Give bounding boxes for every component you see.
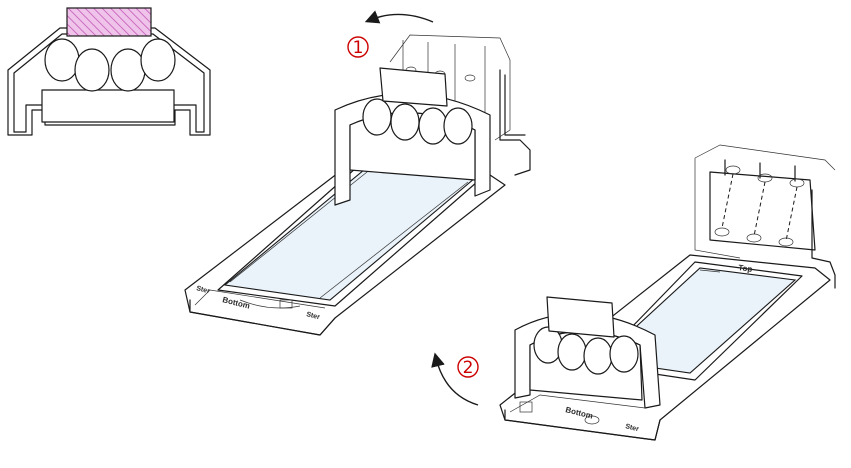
label-top: Top [738, 263, 753, 274]
hole-4 [443, 107, 473, 145]
base-plate [41, 89, 175, 123]
step-2-number: 2 [463, 358, 474, 378]
hole-2 [557, 333, 587, 371]
hole-3 [418, 107, 448, 145]
hole-3 [110, 48, 146, 92]
front-view-schematic [7, 7, 211, 136]
cover-plate-2 [546, 296, 615, 338]
label-bottom-2: Bottom [565, 405, 594, 421]
rotate-arrow-2 [431, 352, 479, 406]
hole-4 [609, 335, 639, 373]
hole-3 [583, 337, 613, 375]
label-side-b: Ster [306, 311, 321, 321]
label-side-a: Ster [196, 285, 211, 295]
hole-1 [362, 98, 392, 136]
assembly-step-2: Top Bottom Ster [499, 144, 836, 441]
label-side-c: Ster [625, 423, 640, 433]
hole-1 [44, 38, 80, 82]
step-2-marker: 2 [431, 352, 479, 406]
highlighted-cover-plate [66, 7, 152, 37]
cover-plate-1 [379, 67, 448, 107]
step-1-marker: 1 [347, 10, 434, 58]
rotate-arrow-1 [364, 10, 434, 24]
assembly-step-1: Bottom Ster Ster [184, 34, 531, 336]
hole-4 [140, 38, 176, 82]
label-bottom-1: Bottom [222, 295, 251, 311]
step-1-number: 1 [353, 38, 364, 58]
hole-2 [390, 103, 420, 141]
hole-2 [74, 48, 110, 92]
